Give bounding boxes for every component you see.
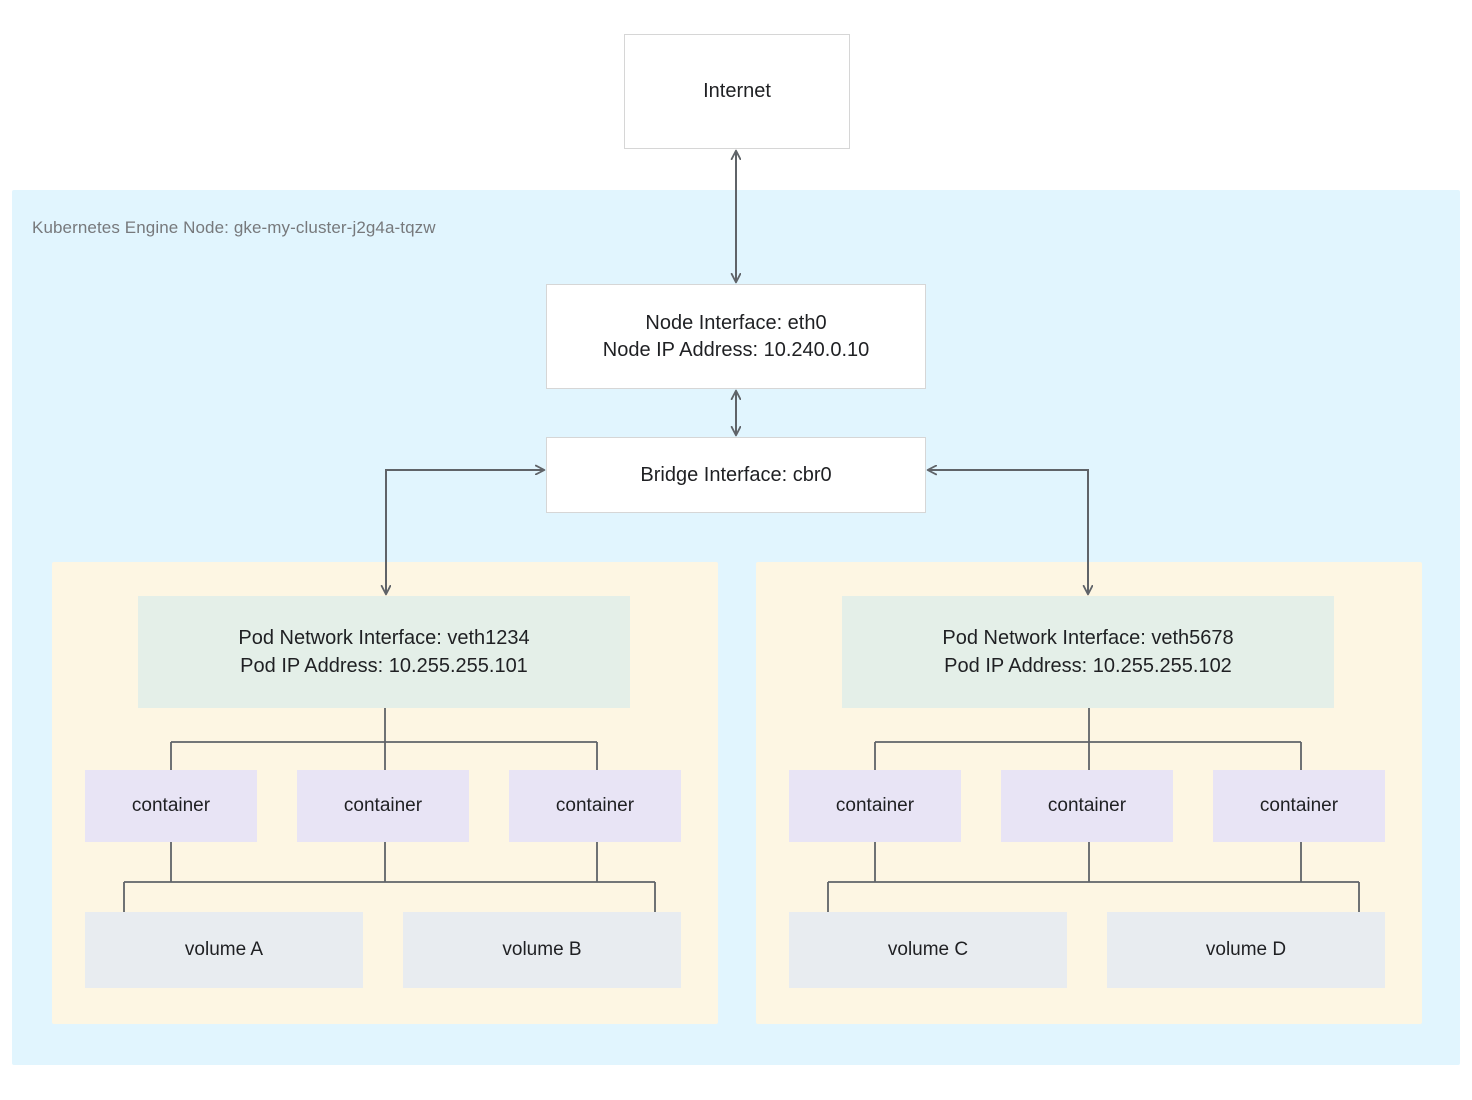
container-label: container [131,795,211,816]
container-box[interactable]: container [1001,770,1173,842]
node-ip-address: Node IP Address: 10.240.0.10 [602,338,870,361]
node-interface-name: Node Interface: eth0 [645,311,827,334]
node-interface-box[interactable]: Node Interface: eth0 Node IP Address: 10… [546,284,926,389]
volume-box[interactable]: volume D [1107,912,1385,988]
internet-node[interactable]: Internet [624,34,850,149]
volume-label: volume D [1205,939,1287,960]
internet-label: Internet [703,80,771,102]
container-box[interactable]: container [509,770,681,842]
pod-ip-address-left: Pod IP Address: 10.255.255.101 [240,655,528,677]
pod-region-left: Pod Network Interface: veth1234 Pod IP A… [52,562,718,1024]
container-label: container [1259,795,1339,816]
volume-label: volume A [184,939,264,960]
volume-label: volume B [502,939,582,960]
container-box[interactable]: container [789,770,961,842]
volume-label: volume C [887,939,969,960]
bridge-interface-label: Bridge Interface: cbr0 [640,463,832,486]
container-label: container [343,795,423,816]
volume-box[interactable]: volume A [85,912,363,988]
container-label: container [1047,795,1127,816]
container-label: container [835,795,915,816]
container-box[interactable]: container [85,770,257,842]
container-box[interactable]: container [1213,770,1385,842]
bridge-interface-box[interactable]: Bridge Interface: cbr0 [546,437,926,513]
volume-box[interactable]: volume C [789,912,1067,988]
pod-region-right: Pod Network Interface: veth5678 Pod IP A… [756,562,1422,1024]
container-label: container [555,795,635,816]
pod-interface-name-right: Pod Network Interface: veth5678 [942,627,1234,649]
volume-box[interactable]: volume B [403,912,681,988]
pod-interface-name-left: Pod Network Interface: veth1234 [238,627,530,649]
pod-interface-box-right[interactable]: Pod Network Interface: veth5678 Pod IP A… [842,596,1334,708]
pod-interface-box-left[interactable]: Pod Network Interface: veth1234 Pod IP A… [138,596,630,708]
pod-ip-address-right: Pod IP Address: 10.255.255.102 [944,655,1232,677]
container-box[interactable]: container [297,770,469,842]
kubernetes-node-region-label: Kubernetes Engine Node: gke-my-cluster-j… [32,218,436,237]
